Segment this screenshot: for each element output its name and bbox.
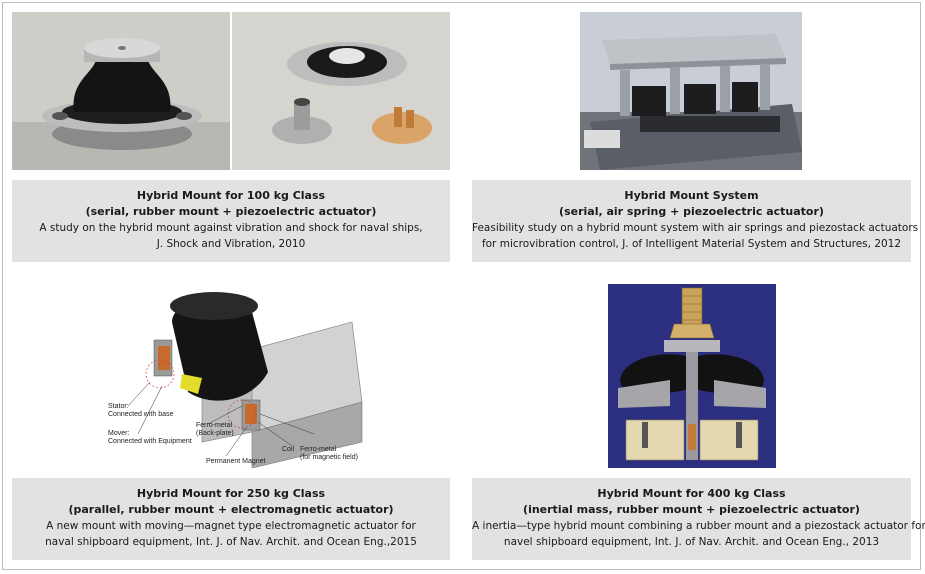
- caption-title: Hybrid Mount for 100 kg Class: [136, 189, 326, 202]
- caption-subtitle: (inertial mass, rubber mount + piezoelec…: [523, 503, 860, 516]
- caption-reference-journal: for microvibration control, J. of Intell…: [481, 238, 902, 250]
- label-coil-text: Coil: [282, 446, 295, 453]
- caption-reference: A study on the hybrid mount against vibr…: [39, 222, 423, 234]
- caption-reference: Feasibility study on a hybrid mount syst…: [472, 222, 919, 234]
- caption-title: Hybrid Mount System: [624, 189, 759, 202]
- label-ferro-back-desc: (Back-plate): [196, 430, 234, 437]
- label-mover: Mover: Connected with Equipment: [108, 430, 192, 446]
- label-ferro-metal-back-plate: Ferro-metal (Back-plate): [196, 422, 234, 438]
- photo-100kg-mount: [12, 12, 450, 170]
- caption-reference-journal: navel shipboard equipment, Int. J. of Na…: [503, 536, 880, 548]
- label-ferro-back-title: Ferro-metal: [196, 422, 233, 429]
- label-mover-title: Mover:: [108, 430, 130, 437]
- caption-400kg-mount: Hybrid Mount for 400 kg Class (inertial …: [472, 478, 925, 560]
- caption-250kg-mount: Hybrid Mount for 250 kg Class (parallel,…: [12, 478, 450, 560]
- label-ferro-field-desc: (for magnetic field): [300, 454, 358, 461]
- cad-400kg-mount: [608, 284, 776, 468]
- caption-reference-journal: naval shipboard equipment, Int. J. of Na…: [45, 536, 417, 548]
- caption-title: Hybrid Mount for 250 kg Class: [136, 487, 326, 500]
- label-permanent-magnet: Permanent Magnet: [206, 458, 266, 466]
- caption-title: Hybrid Mount for 400 kg Class: [597, 487, 786, 500]
- caption-reference: A inertia—type hybrid mount combining a …: [472, 520, 925, 532]
- caption-reference: A new mount with moving—magnet type elec…: [46, 520, 416, 532]
- label-permanent-magnet-text: Permanent Magnet: [206, 458, 266, 465]
- diagram-250kg-mount: [92, 282, 368, 468]
- label-ferro-field-title: Ferro-metal: [300, 446, 337, 453]
- caption-100kg-mount: Hybrid Mount for 100 kg Class (serial, r…: [12, 180, 450, 262]
- caption-subtitle: (parallel, rubber mount + electromagneti…: [68, 503, 394, 516]
- label-coil: Coil: [282, 446, 294, 454]
- label-mover-desc: Connected with Equipment: [108, 438, 192, 445]
- caption-subtitle: (serial, rubber mount + piezoelectric ac…: [85, 205, 377, 218]
- label-stator: Stator: Connected with base: [108, 403, 173, 419]
- photo-hybrid-mount-system: [580, 12, 802, 170]
- label-ferro-metal-field: Ferro-metal (for magnetic field): [300, 446, 358, 462]
- caption-subtitle: (serial, air spring + piezoelectric actu…: [559, 205, 824, 218]
- caption-hybrid-mount-system: Hybrid Mount System (serial, air spring …: [472, 180, 919, 262]
- label-stator-title: Stator:: [108, 403, 129, 410]
- label-stator-desc: Connected with base: [108, 411, 174, 418]
- caption-reference-journal: J. Shock and Vibration, 2010: [156, 238, 306, 250]
